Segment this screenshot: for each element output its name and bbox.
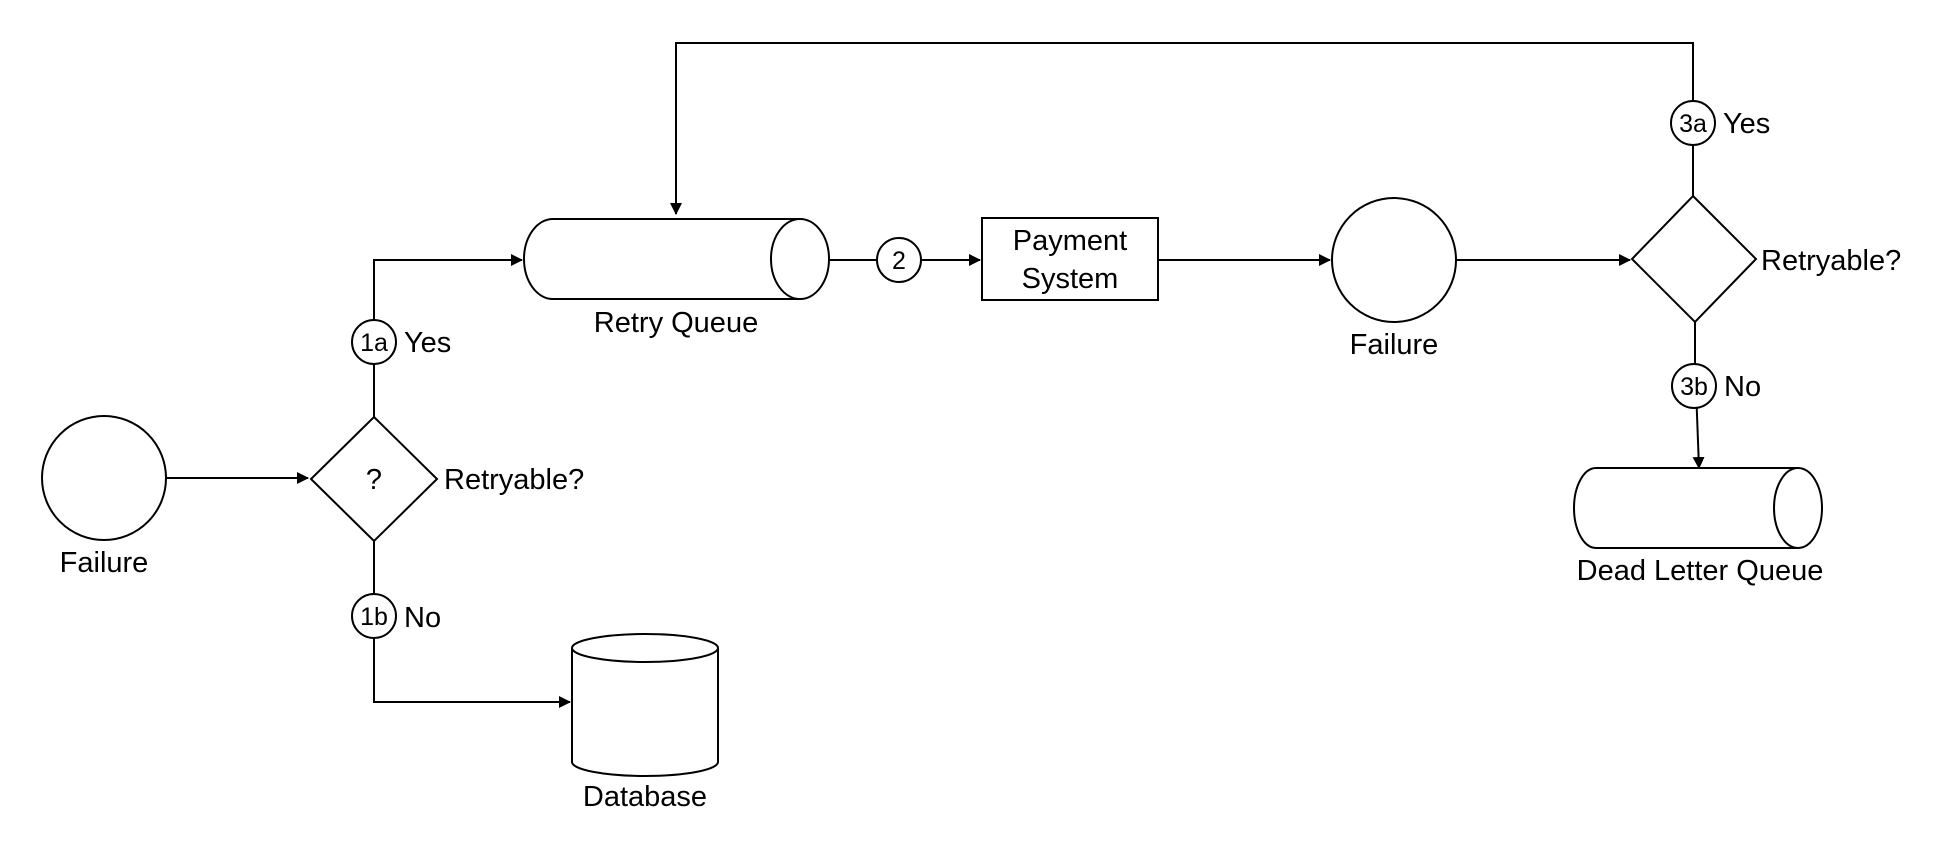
failure-node-retry — [1331, 197, 1457, 323]
dead-letter-queue-label: Dead Letter Queue — [1577, 555, 1824, 587]
step-badge-2-text: 2 — [892, 247, 906, 275]
step-badge-1b — [351, 593, 397, 639]
step-3b-no-label: No — [1724, 371, 1761, 403]
step-badge-1a — [351, 319, 397, 365]
payment-system-label-line1: Payment — [1013, 225, 1127, 257]
decision-retryable-2 — [1630, 194, 1758, 324]
database-label: Database — [583, 781, 707, 813]
step-badge-1b-text: 1b — [360, 603, 388, 631]
edge-3b-no-to-dead-letter-queue — [1692, 322, 1705, 469]
step-3a-yes-label: Yes — [1723, 108, 1770, 140]
edge-3a-yes-back-to-retry-queue — [670, 42, 1694, 215]
failure-node-start — [41, 415, 167, 541]
step-badge-2 — [876, 237, 922, 283]
decision-retryable-2-label: Retryable? — [1761, 245, 1901, 277]
step-badge-1a-text: 1a — [360, 329, 388, 357]
database-cylinder — [571, 633, 719, 777]
dead-letter-queue-cylinder — [1573, 467, 1823, 549]
decision-retryable-1-mark: ? — [366, 464, 382, 496]
step-badge-3b — [1671, 363, 1717, 409]
step-1a-yes-label: Yes — [404, 327, 451, 359]
decision-retryable-1-label: Retryable? — [444, 464, 584, 496]
step-1b-no-label: No — [404, 602, 441, 634]
retry-queue-label: Retry Queue — [594, 307, 758, 339]
decision-retryable-1 — [309, 415, 439, 543]
step-badge-3a — [1670, 100, 1716, 146]
payment-system-label-line2: System — [1022, 263, 1119, 295]
retry-queue-cylinder — [523, 218, 830, 300]
failure-node-start-label: Failure — [60, 547, 149, 579]
failure-node-retry-label: Failure — [1350, 329, 1439, 361]
step-badge-3b-text: 3b — [1680, 373, 1708, 401]
step-badge-3a-text: 3a — [1679, 110, 1707, 138]
payment-system-box — [981, 217, 1159, 301]
